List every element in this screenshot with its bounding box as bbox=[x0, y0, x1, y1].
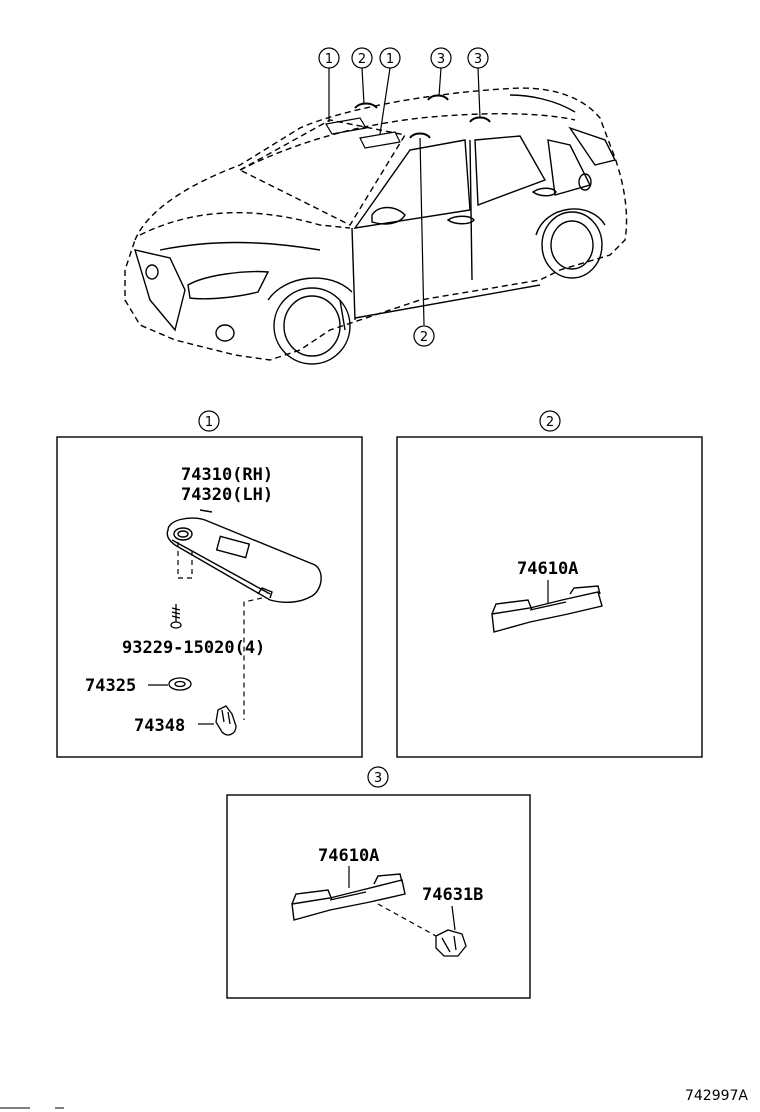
sun-visor-drawing bbox=[166, 509, 322, 604]
car-callout-bottom-2: 2 bbox=[413, 325, 435, 347]
svg-text:2: 2 bbox=[358, 52, 366, 67]
visor-lh-part-number: 74320(LH) bbox=[181, 485, 273, 505]
grip-to-clip-dashed-leader bbox=[377, 903, 437, 937]
panel-2-frame bbox=[396, 436, 703, 758]
car-callout-top-1b: 1 bbox=[379, 47, 401, 69]
visor-dashed-leaders bbox=[177, 542, 263, 720]
clip-74631b-leader bbox=[451, 905, 456, 931]
clip-74631b-drawing bbox=[435, 929, 467, 957]
car-callout-top-3a: 3 bbox=[430, 47, 452, 69]
washer-part-number: 74325 bbox=[85, 676, 136, 696]
svg-text:1: 1 bbox=[386, 52, 394, 67]
illustration-reference-number: 742997A bbox=[685, 1088, 748, 1104]
grip-part-number-panel-2: 74610A bbox=[517, 559, 578, 579]
grip-part-number-panel-3: 74610A bbox=[318, 846, 379, 866]
panel-1-callout: 1 bbox=[198, 410, 220, 432]
car-callout-top-1a: 1 bbox=[318, 47, 340, 69]
panel-3-frame bbox=[226, 794, 531, 999]
panel-1-frame bbox=[56, 436, 363, 758]
clip-74348-drawing bbox=[215, 705, 237, 736]
car-illustration bbox=[124, 87, 628, 365]
clip-74631b-part-number: 74631B bbox=[422, 885, 483, 905]
panel-2-callout: 2 bbox=[539, 410, 561, 432]
assist-grip-drawing-panel-2 bbox=[491, 585, 603, 633]
svg-text:3: 3 bbox=[474, 52, 482, 67]
svg-text:3: 3 bbox=[437, 52, 445, 67]
svg-text:1: 1 bbox=[325, 52, 333, 67]
screw-part-number: 93229-15020(4) bbox=[122, 638, 265, 658]
clip-74348-part-number: 74348 bbox=[134, 716, 185, 736]
svg-text:2: 2 bbox=[420, 330, 428, 345]
svg-text:2: 2 bbox=[546, 415, 554, 430]
car-leader-lines bbox=[328, 67, 481, 326]
svg-text:3: 3 bbox=[374, 771, 382, 786]
screw-drawing bbox=[170, 604, 182, 629]
visor-rh-part-number: 74310(RH) bbox=[181, 465, 273, 485]
svg-text:1: 1 bbox=[205, 415, 213, 430]
car-callout-top-3b: 3 bbox=[467, 47, 489, 69]
assist-grip-drawing-panel-3 bbox=[291, 873, 406, 921]
washer-drawing bbox=[168, 677, 192, 691]
car-callout-top-2: 2 bbox=[351, 47, 373, 69]
panel-3-callout: 3 bbox=[367, 766, 389, 788]
